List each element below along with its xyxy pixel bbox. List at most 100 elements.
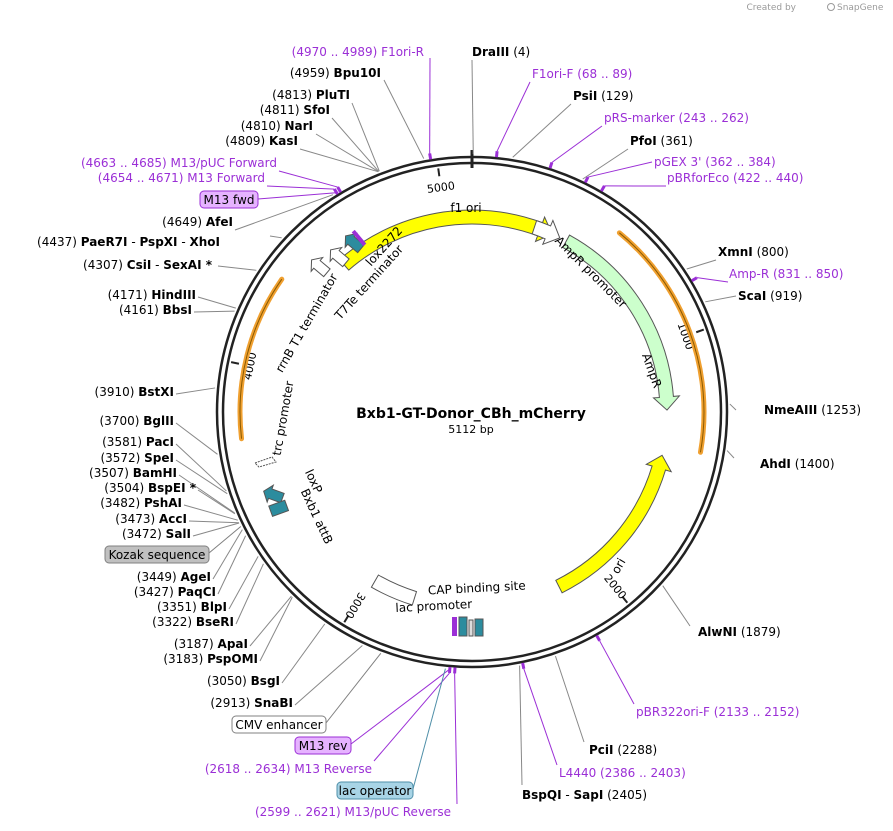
- enzyme-agei[interactable]: (3449) AgeI: [137, 570, 211, 584]
- primer-pbrforeco[interactable]: pBRforEco (422 .. 440): [667, 171, 803, 185]
- primer-leader: [266, 185, 335, 190]
- enzyme-pluti[interactable]: (4813) PluTI: [272, 88, 350, 102]
- enzyme-bsgi[interactable]: (3050) BsgI: [207, 674, 280, 688]
- bxb1-attb-box: [268, 499, 290, 518]
- enzyme-blpi[interactable]: (3351) BlpI: [157, 600, 227, 614]
- primer-leader: [523, 668, 558, 766]
- enzyme-psii[interactable]: PsiI (129): [573, 89, 633, 103]
- enzyme-paqci[interactable]: (3427) PaqCI: [134, 585, 216, 599]
- tick-label: 2000: [601, 572, 629, 602]
- enzyme-bamhi[interactable]: (3507) BamHI: [89, 466, 177, 480]
- badge-cmv-enhancer[interactable]: CMV enhancer: [231, 715, 327, 734]
- primer-m13-reverse[interactable]: (2618 .. 2634) M13 Reverse: [205, 762, 372, 776]
- loxp-arrow-icon: [263, 483, 285, 504]
- label-cap-binding-site: CAP binding site: [428, 578, 526, 597]
- enzyme-pfoi[interactable]: PfoI (361): [630, 134, 693, 148]
- enzyme-leader: [331, 117, 380, 172]
- enzyme-nmeaiii[interactable]: NmeAIII (1253): [764, 403, 861, 417]
- enzyme-scai[interactable]: ScaI (919): [738, 289, 802, 303]
- primer-f1ori-r[interactable]: (4970 .. 4989) F1ori-R: [292, 45, 424, 59]
- primer-site-mark: [583, 176, 590, 184]
- enzyme-leader: [217, 535, 247, 595]
- enzyme-pshai[interactable]: (3482) PshAI: [100, 496, 182, 510]
- enzyme-acci[interactable]: (3473) AccI: [115, 512, 187, 526]
- badge-leader: [350, 668, 451, 745]
- lox2272-marker: [351, 229, 367, 247]
- enzyme-hindiii[interactable]: (4171) HindIII: [108, 288, 196, 302]
- primer-site-mark: [333, 188, 339, 195]
- primer-m13-forward[interactable]: (4654 .. 4671) M13 Forward: [98, 171, 265, 185]
- enzyme-leader: [188, 520, 240, 524]
- primer-site-mark: [428, 153, 433, 160]
- enzyme-alwni[interactable]: AlwNI (1879): [698, 625, 781, 639]
- primer-m13-puc-forward[interactable]: (4663 .. 4685) M13/pUC Forward: [81, 156, 277, 170]
- enzyme-paer7i-pspxi-xhoi[interactable]: (4437) PaeR7I - PspXI - XhoI: [37, 235, 220, 249]
- enzyme-bspei[interactable]: (3504) BspEI *: [104, 481, 196, 495]
- enzyme-leader: [175, 443, 227, 492]
- enzyme-ahdi[interactable]: AhdI (1400): [760, 457, 835, 471]
- enzyme-sfoi[interactable]: (4811) SfoI: [260, 103, 330, 117]
- enzyme-bseri[interactable]: (3322) BseRI: [152, 615, 234, 629]
- badge-kozak-sequence[interactable]: Kozak sequence: [104, 545, 210, 564]
- enzyme-bspqi-sapi[interactable]: BspQI - SapI (2405): [522, 788, 647, 802]
- enzyme-leader: [686, 259, 717, 270]
- badge-leader: [412, 668, 446, 790]
- primer-leader: [373, 672, 450, 762]
- enzyme-leader: [217, 265, 257, 271]
- enzyme-pcii[interactable]: PciI (2288): [589, 743, 657, 757]
- enzyme-leader: [175, 387, 216, 395]
- enzyme-afei[interactable]: (4649) AfeI: [162, 215, 233, 229]
- label-trc-promoter: trc promoter: [270, 380, 297, 457]
- enzyme-nari[interactable]: (4810) NarI: [241, 119, 313, 133]
- primer-amp-r[interactable]: Amp-R (831 .. 850): [729, 267, 843, 281]
- enzyme-bpu10i[interactable]: (4959) Bpu10I: [290, 66, 381, 80]
- primer-prs-marker[interactable]: pRS-marker (243 .. 262): [604, 111, 749, 125]
- badge-lac-operator[interactable]: lac operator: [336, 781, 414, 800]
- label-ori: ori: [609, 556, 629, 577]
- enzyme-sali[interactable]: (3472) SalI: [122, 527, 191, 541]
- primer-pgex-3[interactable]: pGEX 3' (362 .. 384): [654, 155, 776, 169]
- enzyme-bstxi[interactable]: (3910) BstXI: [95, 385, 174, 399]
- feature-ori: [555, 454, 673, 594]
- enzyme-snabi[interactable]: (2913) SnaBI: [210, 696, 293, 710]
- svg-text:M13 rev: M13 rev: [299, 739, 348, 753]
- enzyme-paci[interactable]: (3581) PacI: [102, 435, 174, 449]
- badge-m13-fwd[interactable]: M13 fwd: [199, 190, 259, 209]
- primer-site-mark: [691, 276, 698, 283]
- badge-m13-rev[interactable]: M13 rev: [294, 736, 352, 755]
- primer-leader: [696, 277, 729, 283]
- credit-brand: SnapGene: [837, 3, 884, 13]
- enzyme-leader: [178, 474, 235, 514]
- enzyme-apai[interactable]: (3187) ApaI: [174, 637, 248, 651]
- plasmid-length: 5112 bp: [448, 423, 493, 436]
- primer-leader: [496, 81, 531, 152]
- primer-leader: [278, 170, 338, 188]
- label-rrnb-t1-terminator: rrnB T1 terminator: [273, 271, 341, 375]
- enzyme-csii-sexai[interactable]: (4307) CsiI - SexAI *: [83, 258, 213, 272]
- enzyme-leader: [351, 102, 380, 172]
- enzyme-leader: [299, 148, 379, 173]
- enzyme-leader: [175, 459, 228, 495]
- primer-leader: [599, 640, 635, 705]
- tick-mark: [230, 361, 240, 365]
- enzyme-leader: [315, 133, 379, 172]
- lac-primer-marker: [452, 617, 457, 636]
- primer-m13-puc-reverse[interactable]: (2599 .. 2621) M13/pUC Reverse: [255, 805, 451, 819]
- tick-label: 5000: [426, 179, 456, 196]
- enzyme-draiii[interactable]: DraIII (4): [472, 45, 530, 59]
- enzyme-kasi[interactable]: (4809) KasI: [225, 134, 298, 148]
- primer-leader: [454, 673, 458, 805]
- enzyme-spei[interactable]: (3572) SpeI: [100, 451, 174, 465]
- orange-arc-core: [619, 232, 705, 453]
- primer-f1ori-f[interactable]: F1ori-F (68 .. 89): [532, 67, 632, 81]
- trc-promoter-shape: [254, 456, 277, 468]
- label-f1-ori: f1 ori: [450, 201, 481, 215]
- primer-l4440[interactable]: L4440 (2386 .. 2403): [559, 766, 686, 780]
- primer-pbr322ori-f[interactable]: pBR322ori-F (2133 .. 2152): [636, 705, 799, 719]
- enzyme-pspomi[interactable]: (3183) PspOMI: [163, 652, 258, 666]
- enzyme-bglii[interactable]: (3700) BglII: [100, 414, 175, 428]
- enzyme-leader: [235, 563, 264, 625]
- enzyme-bbsi[interactable]: (4161) BbsI: [119, 303, 192, 317]
- enzyme-xmni[interactable]: XmnI (800): [718, 245, 789, 259]
